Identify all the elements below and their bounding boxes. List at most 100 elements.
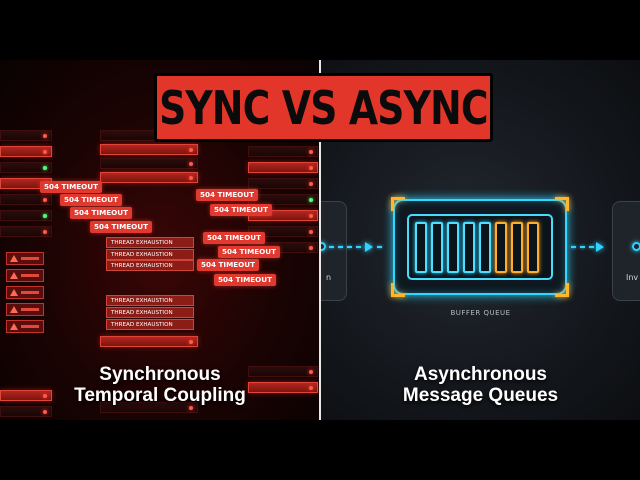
- producer-node-label: n: [326, 273, 332, 282]
- queue-slot: [431, 222, 443, 273]
- timeout-error-tag: 504 TIMEOUT: [197, 259, 259, 271]
- timeout-error-tag: 504 TIMEOUT: [218, 246, 280, 258]
- title-badge: SYNC VS ASYNC: [154, 73, 493, 142]
- rack-unit: [248, 146, 318, 157]
- queue-slot-filled: [527, 222, 539, 273]
- rack-unit: [0, 130, 52, 141]
- status-led-icon: [43, 150, 47, 154]
- rack-unit: [0, 210, 52, 221]
- corner-bracket: [391, 197, 405, 211]
- status-led-icon: [43, 166, 47, 170]
- timeout-error-tag: 504 TIMEOUT: [70, 207, 132, 219]
- warning-icon: [10, 255, 18, 262]
- rack-unit: [0, 146, 52, 157]
- timeout-error-tag: 504 TIMEOUT: [90, 221, 152, 233]
- thread-exhaustion-row: THREAD EXHAUSTION: [106, 249, 194, 260]
- status-led-icon: [43, 230, 47, 234]
- rack-unit: [0, 390, 52, 401]
- status-led-icon: [309, 150, 313, 154]
- status-led-icon: [309, 370, 313, 374]
- rack-unit: [100, 144, 198, 155]
- status-led-icon: [189, 148, 193, 152]
- timeout-error-tag: 504 TIMEOUT: [203, 232, 265, 244]
- rack-unit: [248, 162, 318, 173]
- buffer-slots: [407, 214, 553, 280]
- rack-unit: [100, 158, 198, 169]
- status-led-icon: [43, 198, 47, 202]
- thread-exhaustion-row: THREAD EXHAUSTION: [106, 319, 194, 330]
- rack-unit: [0, 194, 52, 205]
- rack-unit: [0, 226, 52, 237]
- timeout-error-tag: 504 TIMEOUT: [40, 181, 102, 193]
- async-caption-line1: Asynchronous: [413, 364, 548, 385]
- thumbnail-stage: 504 TIMEOUT 504 TIMEOUT 504 TIMEOUT 504 …: [0, 60, 640, 420]
- warning-panel: [6, 252, 44, 265]
- consumer-node-label: Inv: [626, 273, 639, 282]
- rack-unit: [248, 178, 318, 189]
- async-caption: Asynchronous Message Queues: [321, 364, 640, 406]
- status-led-icon: [189, 176, 193, 180]
- warning-panel: [6, 303, 44, 316]
- producer-port-icon: [321, 242, 326, 251]
- status-led-icon: [43, 410, 47, 414]
- rack-unit: [100, 402, 198, 413]
- server-rack-center: [100, 130, 198, 420]
- warning-icon: [10, 272, 18, 279]
- warning-icon: [10, 323, 18, 330]
- status-led-icon: [189, 162, 193, 166]
- rack-unit: [0, 406, 52, 417]
- inbound-flow-arrow: [377, 246, 391, 248]
- arrow-right-icon: [365, 242, 373, 252]
- rack-unit: [248, 366, 318, 377]
- warning-icon: [10, 289, 18, 296]
- timeout-error-tag: 504 TIMEOUT: [214, 274, 276, 286]
- status-led-icon: [43, 214, 47, 218]
- rack-unit: [0, 162, 52, 173]
- warning-panel: [6, 320, 44, 333]
- producer-node: [321, 201, 347, 301]
- consumer-port-icon: [632, 242, 640, 251]
- rack-unit: [248, 382, 318, 393]
- thread-exhaustion-row: THREAD EXHAUSTION: [106, 260, 194, 271]
- async-caption-line2: Message Queues: [402, 385, 559, 406]
- status-led-icon: [309, 182, 313, 186]
- status-led-icon: [189, 406, 193, 410]
- status-led-icon: [309, 166, 313, 170]
- letterbox-top: [0, 0, 640, 60]
- outbound-flow-arrow: [571, 246, 611, 248]
- status-led-icon: [309, 198, 313, 202]
- arrow-right-icon: [596, 242, 604, 252]
- sync-caption: Synchronous Temporal Coupling: [0, 364, 320, 406]
- sync-caption-line2: Temporal Coupling: [74, 385, 246, 406]
- sync-caption-line1: Synchronous: [99, 364, 221, 385]
- queue-slot: [479, 222, 491, 273]
- timeout-error-tag: 504 TIMEOUT: [60, 194, 122, 206]
- status-led-icon: [43, 134, 47, 138]
- queue-slot-filled: [495, 222, 507, 273]
- server-rack-left: [0, 130, 52, 420]
- rack-unit: [100, 172, 198, 183]
- consumer-node: [612, 201, 640, 301]
- buffer-queue-label: BUFFER QUEUE: [450, 309, 511, 317]
- queue-slot-filled: [511, 222, 523, 273]
- corner-bracket: [391, 283, 405, 297]
- warning-panel: [6, 286, 44, 299]
- buffer-queue: [391, 197, 569, 297]
- status-led-icon: [309, 386, 313, 390]
- title-text: SYNC VS ASYNC: [159, 80, 488, 135]
- panel-divider: [319, 60, 321, 420]
- queue-slot: [447, 222, 459, 273]
- rack-unit: [100, 336, 198, 347]
- status-led-icon: [309, 230, 313, 234]
- timeout-error-tag: 504 TIMEOUT: [196, 189, 258, 201]
- status-led-icon: [309, 214, 313, 218]
- status-led-icon: [43, 394, 47, 398]
- timeout-error-tag: 504 TIMEOUT: [210, 204, 272, 216]
- rack-unit: [248, 226, 318, 237]
- status-led-icon: [309, 246, 313, 250]
- thread-exhaustion-row: THREAD EXHAUSTION: [106, 237, 194, 248]
- queue-slot: [415, 222, 427, 273]
- warning-icon: [10, 306, 18, 313]
- thread-exhaustion-row: THREAD EXHAUSTION: [106, 295, 194, 306]
- queue-slot: [463, 222, 475, 273]
